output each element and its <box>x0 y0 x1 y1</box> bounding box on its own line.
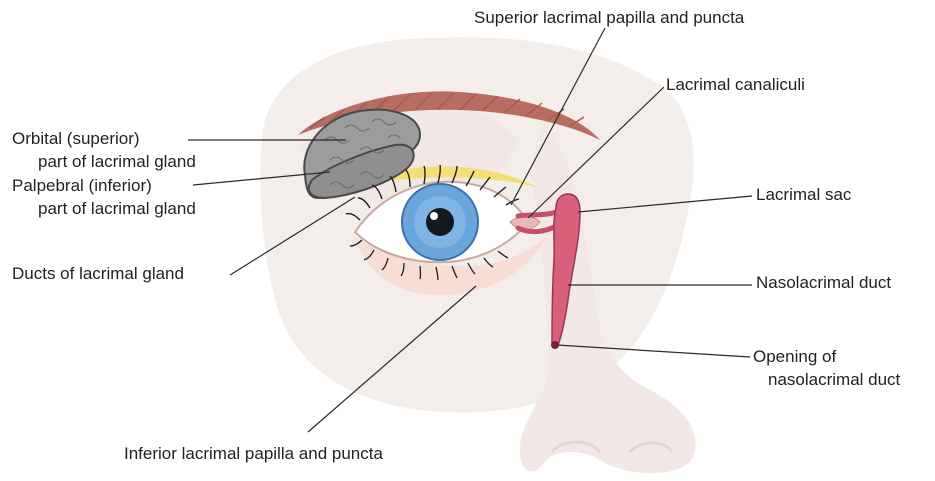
label-nasolacrimal-duct: Nasolacrimal duct <box>756 273 891 293</box>
label-lacrimal-sac: Lacrimal sac <box>756 185 851 205</box>
label-orbital-gland-line1: Orbital (superior) <box>12 129 140 149</box>
label-ducts-of-lacrimal-gland: Ducts of lacrimal gland <box>12 264 184 284</box>
label-lacrimal-canaliculi: Lacrimal canaliculi <box>666 75 805 95</box>
label-palpebral-gland-line1: Palpebral (inferior) <box>12 176 152 196</box>
label-orbital-gland-line2: part of lacrimal gland <box>38 152 196 172</box>
label-opening-line2: nasolacrimal duct <box>768 370 900 390</box>
label-palpebral-gland-line2: part of lacrimal gland <box>38 199 196 219</box>
label-opening-line1: Opening of <box>753 347 836 367</box>
pupil <box>426 208 454 236</box>
label-superior-lacrimal-papilla: Superior lacrimal papilla and puncta <box>474 8 744 28</box>
label-inferior-lacrimal-papilla: Inferior lacrimal papilla and puncta <box>124 444 383 464</box>
